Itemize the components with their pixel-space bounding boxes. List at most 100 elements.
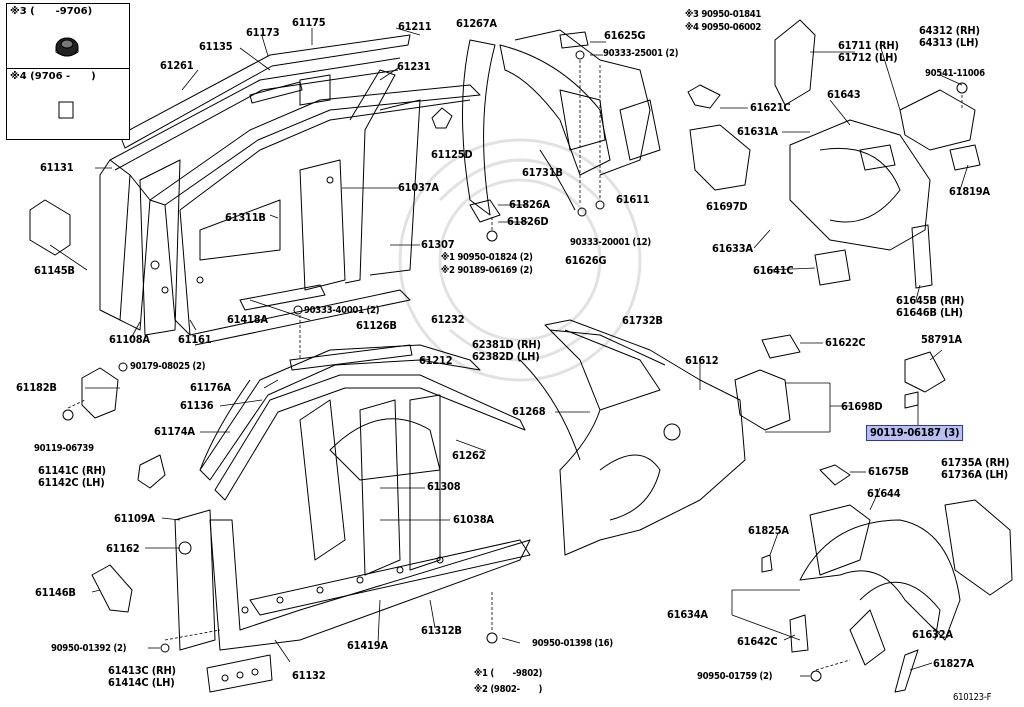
part-label-61108a[interactable]: 61108A [109, 333, 150, 346]
part-label-61633a[interactable]: 61633A [712, 242, 753, 255]
part-label-61211[interactable]: 61211 [398, 20, 432, 33]
part-label-61142c[interactable]: 61142C (LH) [38, 476, 105, 489]
part-label-61267a[interactable]: 61267A [456, 17, 497, 30]
part-label-61732b[interactable]: 61732B [622, 314, 663, 327]
bracket-61145b [29, 199, 71, 256]
part-label-61176a[interactable]: 61176A [190, 381, 231, 394]
part-label-61037a[interactable]: 61037A [398, 181, 439, 194]
part-label-90189-06169[interactable]: ※2 90189-06169 (2) [441, 265, 533, 276]
legend-item-4-label: ※4 (9706 - ) [10, 71, 96, 82]
part-label-90950-01759[interactable]: 90950-01759 (2) [697, 671, 773, 682]
front-side-assembly [99, 34, 481, 346]
part-label-61308[interactable]: 61308 [427, 480, 461, 493]
part-label-90333-40001[interactable]: 90333-40001 (2) [304, 305, 380, 316]
part-label-90179-08025[interactable]: 90179-08025 (2) [130, 361, 206, 372]
part-label-61182b[interactable]: 61182B [16, 381, 57, 394]
legend-row-4: ※4 (9706 - ) [7, 69, 129, 139]
part-label-61644[interactable]: 61644 [867, 487, 901, 500]
part-label-61712[interactable]: 61712 (LH) [838, 51, 898, 64]
part-label-61612[interactable]: 61612 [685, 354, 719, 367]
diagram-code: 610123-F [953, 692, 992, 703]
part-label-61162[interactable]: 61162 [106, 542, 140, 555]
part-label-61146b[interactable]: 61146B [35, 586, 76, 599]
part-label-61711[interactable]: 61711 (RH) [838, 39, 899, 52]
part-label-61135[interactable]: 61135 [199, 40, 233, 53]
part-label-61038a[interactable]: 61038A [453, 513, 494, 526]
part-label-90541-11006[interactable]: 90541-11006 [925, 68, 985, 79]
legend-item-3-label: ※3 ( -9706) [10, 6, 93, 17]
part-label-61611[interactable]: 61611 [616, 193, 650, 206]
part-label-61634a[interactable]: 61634A [667, 608, 708, 621]
part-label-61268[interactable]: 61268 [512, 405, 546, 418]
part-label-61736a[interactable]: 61736A (LH) [941, 468, 1008, 481]
part-label-61174a[interactable]: 61174A [154, 425, 195, 438]
part-label-61126b[interactable]: 61126B [356, 319, 397, 332]
part-label-61175[interactable]: 61175 [292, 16, 326, 29]
part-label-61231[interactable]: 61231 [397, 60, 431, 73]
part-label-61826a[interactable]: 61826A [509, 198, 550, 211]
part-label-90333-20001[interactable]: 90333-20001 (12) [570, 237, 651, 248]
part-label-64312[interactable]: 64312 (RH) [919, 24, 980, 37]
rear-quarter-upper [462, 29, 661, 223]
part-label-90950-01392[interactable]: 90950-01392 (2) [51, 643, 127, 654]
part-label-61827a[interactable]: 61827A [933, 657, 974, 670]
rear-body-side-lower [174, 344, 531, 651]
part-label-61232[interactable]: 61232 [431, 313, 465, 326]
part-label-61825a[interactable]: 61825A [748, 524, 789, 537]
part-label-61161[interactable]: 61161 [178, 333, 212, 346]
part-label-61312b[interactable]: 61312B [421, 624, 462, 637]
wheel-house-upper [789, 119, 981, 286]
part-label-61413c[interactable]: 61413C (RH) [108, 664, 176, 677]
part-label-61173[interactable]: 61173 [246, 26, 280, 39]
part-label-61261[interactable]: 61261 [160, 59, 194, 72]
tape-patch-icon [58, 101, 74, 119]
part-label-61641c[interactable]: 61641C [753, 264, 794, 277]
part-label-61646b[interactable]: 61646B (LH) [896, 306, 963, 319]
part-label-90950-01841[interactable]: ※3 90950-01841 [685, 9, 762, 20]
nut-icon [55, 37, 79, 57]
part-label-61621c[interactable]: 61621C [750, 101, 791, 114]
part-label-61307[interactable]: 61307 [421, 238, 455, 251]
part-label-61622c[interactable]: 61622C [825, 336, 866, 349]
part-label-61643[interactable]: 61643 [827, 88, 861, 101]
part-label-62382d[interactable]: 62382D (LH) [472, 350, 540, 363]
legend-box: ※3 ( -9706) ※4 (9706 - ) [6, 3, 130, 140]
part-label-61826d[interactable]: 61826D [507, 215, 549, 228]
part-label-61632a[interactable]: 61632A [912, 628, 953, 641]
part-label-61819a[interactable]: 61819A [949, 185, 990, 198]
part-label-62381d[interactable]: 62381D (RH) [472, 338, 541, 351]
part-label-61136[interactable]: 61136 [180, 399, 214, 412]
part-label-61675b[interactable]: 61675B [868, 465, 909, 478]
part-label-90119-06739[interactable]: 90119-06739 [34, 443, 94, 454]
part-label-90333-25001[interactable]: 90333-25001 (2) [603, 48, 679, 59]
part-label-61731b[interactable]: 61731B [522, 166, 563, 179]
part-label-61697d[interactable]: 61697D [706, 200, 748, 213]
part-label-61132[interactable]: 61132 [292, 669, 326, 682]
part-label-61212[interactable]: 61212 [419, 354, 453, 367]
part-label-61125d[interactable]: 61125D [431, 148, 473, 161]
part-label-61645b[interactable]: 61645B (RH) [896, 294, 965, 307]
part-label-90119-06187[interactable]: 90119-06187 (3) [866, 425, 964, 441]
part-label-61625g[interactable]: 61625G [604, 29, 646, 42]
part-label-61414c[interactable]: 61414C (LH) [108, 676, 175, 689]
part-label-90950-01398[interactable]: 90950-01398 (16) [532, 638, 613, 649]
part-label-64313[interactable]: 64313 (LH) [919, 36, 979, 49]
part-label-90950-06002[interactable]: ※4 90950-06002 [685, 22, 762, 33]
part-label-61735a[interactable]: 61735A (RH) [941, 456, 1010, 469]
part-label-61145b[interactable]: 61145B [34, 264, 75, 277]
part-label-61626g[interactable]: 61626G [565, 254, 607, 267]
part-label-61418a[interactable]: 61418A [227, 313, 268, 326]
part-label-61419a[interactable]: 61419A [347, 639, 388, 652]
footnote-1: ※1 ( -9802) [474, 668, 543, 679]
part-label-58791a[interactable]: 58791A [921, 333, 962, 346]
part-label-61141c[interactable]: 61141C (RH) [38, 464, 106, 477]
part-label-61631a[interactable]: 61631A [737, 125, 778, 138]
part-label-61642c[interactable]: 61642C [737, 635, 778, 648]
part-label-61109a[interactable]: 61109A [114, 512, 155, 525]
part-label-61131[interactable]: 61131 [40, 161, 74, 174]
part-label-61262[interactable]: 61262 [452, 449, 486, 462]
part-label-90950-01824[interactable]: ※1 90950-01824 (2) [441, 252, 533, 263]
part-label-61311b[interactable]: 61311B [225, 211, 266, 224]
part-label-61698d[interactable]: 61698D [841, 400, 883, 413]
